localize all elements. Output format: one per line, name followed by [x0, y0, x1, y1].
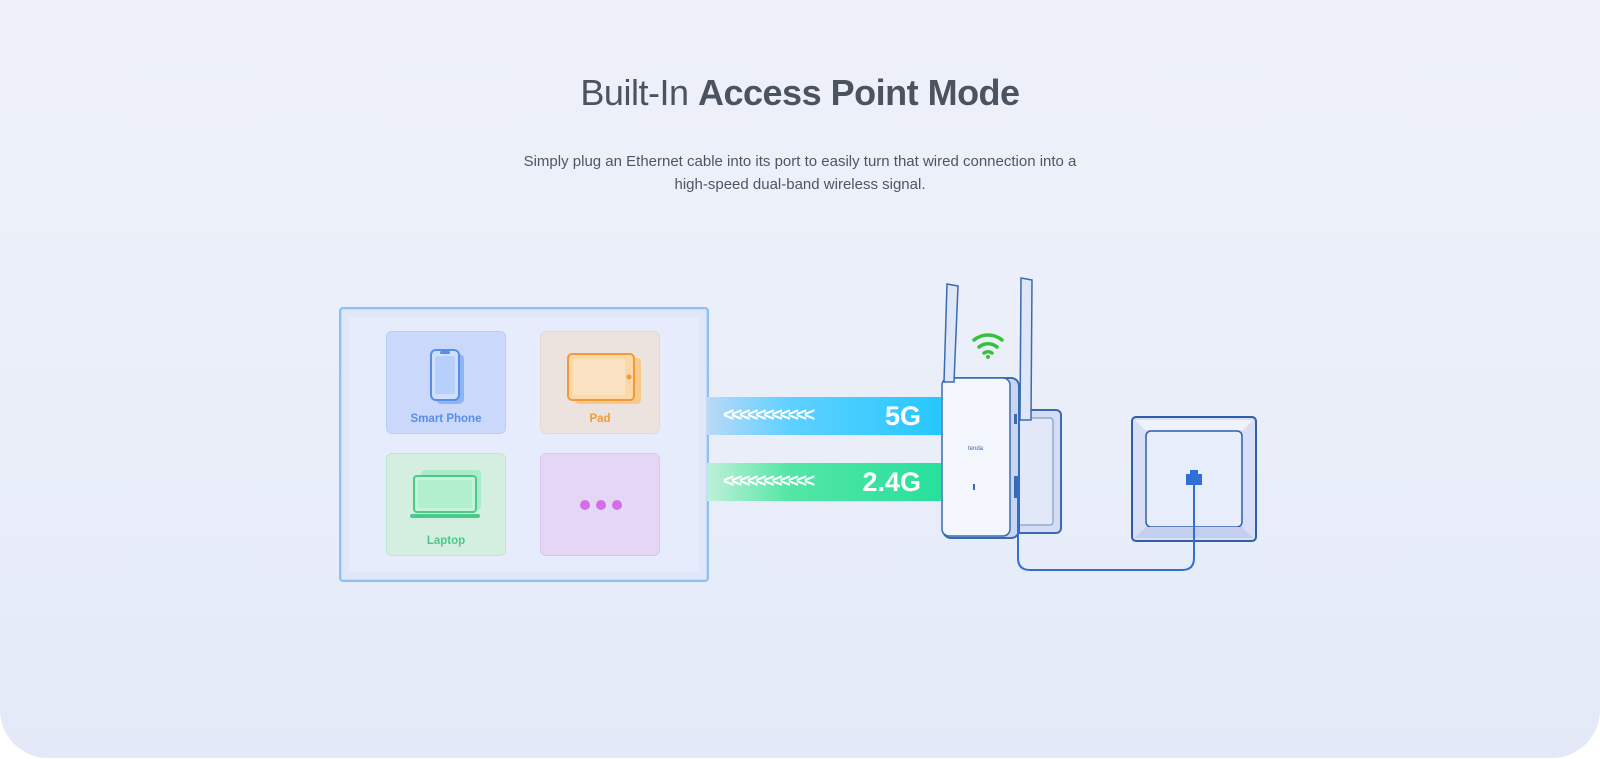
- client-devices-frame: Smart Phone Pad Laptop: [339, 307, 709, 582]
- more-dot: [612, 500, 622, 510]
- ethernet-cable: [1017, 476, 1195, 571]
- device-tile-pad: Pad: [540, 331, 660, 434]
- device-tile-more: [540, 453, 660, 556]
- title-prefix: Built-In: [580, 72, 689, 113]
- device-label-laptop: Laptop: [426, 535, 466, 547]
- range-extender: [941, 377, 1020, 539]
- more-dot: [580, 500, 590, 510]
- device-tile-smartphone: Smart Phone: [386, 331, 506, 434]
- smartphone-icon: [430, 349, 464, 404]
- laptop-icon: [410, 470, 481, 518]
- device-tile-laptop: Laptop: [386, 453, 506, 556]
- brand-logo: tenda: [968, 446, 984, 452]
- wifi-icon: [972, 333, 1004, 359]
- section-description: Simply plug an Ethernet cable into its p…: [480, 150, 1120, 196]
- ethernet-port-icon: [1186, 470, 1202, 485]
- client-devices-grid: Smart Phone Pad Laptop: [349, 317, 699, 572]
- band-2-4g-label: 2.4G: [862, 466, 921, 497]
- tablet-icon: [567, 353, 641, 404]
- section-title: Built-In Access Point Mode: [0, 72, 1600, 114]
- more-dot: [596, 500, 606, 510]
- band-2-4g: <<<<<<<<<<< 2.4G: [707, 463, 941, 501]
- band-5g-label: 5G: [884, 400, 921, 431]
- device-label-pad: Pad: [589, 413, 611, 425]
- device-label-smartphone: Smart Phone: [410, 413, 482, 425]
- band-2-4g-arrows: <<<<<<<<<<<: [723, 471, 815, 492]
- description-line-2: high-speed dual-band wireless signal.: [674, 176, 926, 193]
- description-line-1: Simply plug an Ethernet cable into its p…: [523, 153, 1077, 170]
- antennas: [943, 277, 1033, 421]
- band-5g-arrows: <<<<<<<<<<<: [723, 405, 815, 426]
- band-5g: <<<<<<<<<<< 5G: [707, 397, 941, 435]
- title-bold: Access Point Mode: [697, 72, 1020, 113]
